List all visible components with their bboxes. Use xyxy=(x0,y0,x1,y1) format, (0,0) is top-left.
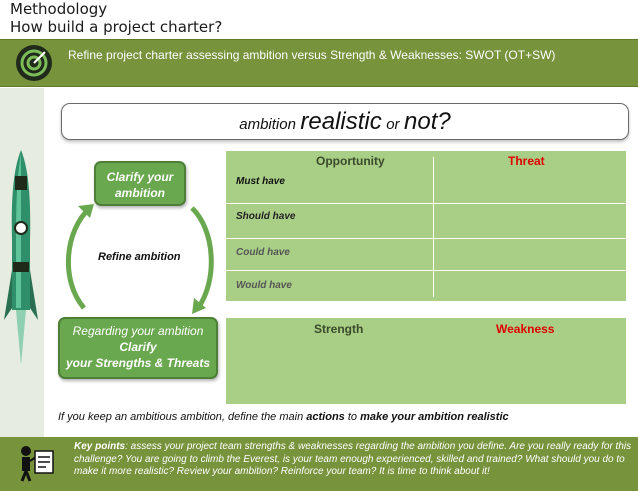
threat-header: Threat xyxy=(508,154,545,168)
strength-weakness-grid: Strength Weakness xyxy=(226,318,626,404)
or-word: or xyxy=(386,116,400,133)
row-divider xyxy=(226,238,626,239)
note-mid: to xyxy=(344,411,361,423)
ambition-question: ambition realistic or not? xyxy=(62,108,628,136)
action-note: If you keep an ambitious ambition, defin… xyxy=(58,411,509,423)
title-line-2: How build a project charter? xyxy=(10,18,223,36)
grid-divider xyxy=(433,157,434,297)
regard-line-3: your Strengths & Threats xyxy=(65,356,211,370)
opportunity-threat-grid: Opportunity Threat Must have Should have… xyxy=(226,151,626,301)
section-banner: Refine project charter assessing ambitio… xyxy=(0,39,638,87)
weakness-header: Weakness xyxy=(496,322,555,336)
refine-ambition-label: Refine ambition xyxy=(98,251,181,263)
row-divider xyxy=(226,203,626,204)
rocket-icon xyxy=(4,150,38,365)
ambition-question-box: ambition realistic or not? xyxy=(61,103,629,140)
note-pre: If you keep an ambitious ambition, defin… xyxy=(58,411,307,423)
ambition-word: ambition xyxy=(239,116,296,133)
presenter-icon xyxy=(20,446,54,482)
row-could-have: Could have xyxy=(236,247,290,258)
row-would-have: Would have xyxy=(236,280,292,291)
row-should-have: Should have xyxy=(236,211,296,222)
opportunity-header: Opportunity xyxy=(316,154,385,168)
key-points-label: Key points xyxy=(74,441,126,452)
realistic-word: realistic xyxy=(300,108,382,135)
cycle-arrows-icon xyxy=(65,204,214,314)
regard-line-2: Clarify xyxy=(119,340,157,354)
note-actions: actions xyxy=(306,411,345,423)
title-line-1: Methodology xyxy=(10,0,108,18)
row-must-have: Must have xyxy=(236,176,285,187)
clarify-line-2: ambition xyxy=(115,186,165,200)
clarify-ambition-box: Clarify your ambition xyxy=(94,161,186,206)
banner-text: Refine project charter assessing ambitio… xyxy=(68,48,556,62)
not-word: not? xyxy=(404,108,451,135)
slide-title: Methodology How build a project charter? xyxy=(10,0,630,36)
target-icon xyxy=(16,45,52,81)
note-realistic: make your ambition realistic xyxy=(360,411,509,423)
row-divider xyxy=(226,270,626,271)
clarify-line-1: Clarify your xyxy=(106,170,174,184)
key-points-text: Key points: assess your project team str… xyxy=(74,441,634,479)
regard-line-1: Regarding your ambition xyxy=(72,324,204,338)
key-points-bar: Key points: assess your project team str… xyxy=(0,437,638,491)
regarding-ambition-box: Regarding your ambition Clarify your Str… xyxy=(58,317,218,379)
strength-header: Strength xyxy=(314,322,364,336)
key-points-body: : assess your project team strengths & w… xyxy=(74,441,632,477)
